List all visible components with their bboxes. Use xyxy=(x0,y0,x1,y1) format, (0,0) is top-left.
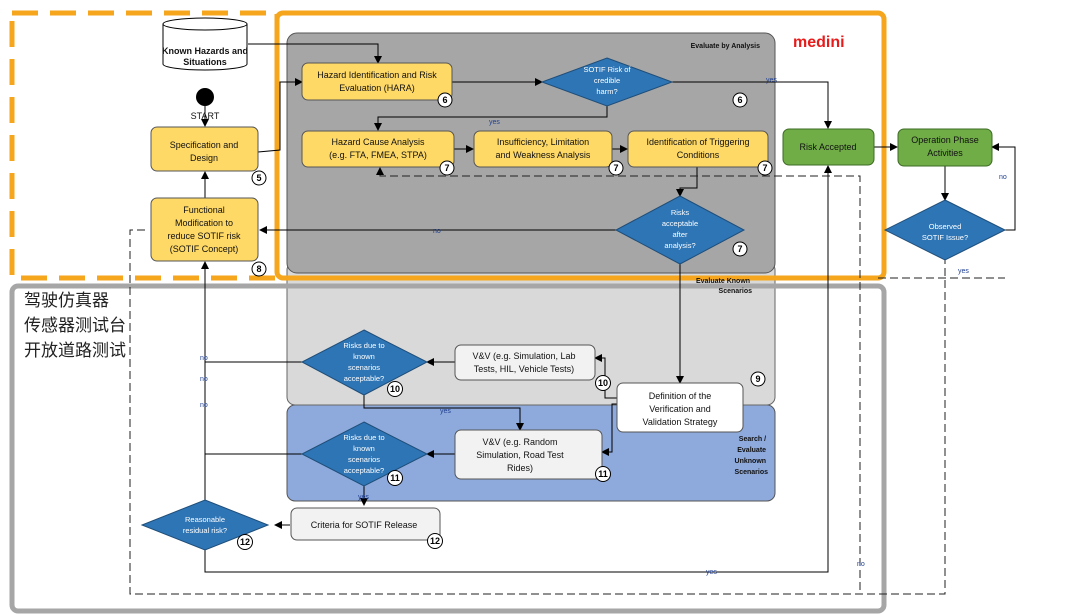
svg-text:7: 7 xyxy=(444,163,449,173)
svg-text:10: 10 xyxy=(598,378,608,388)
svg-text:11: 11 xyxy=(390,473,400,483)
svg-text:8: 8 xyxy=(256,264,261,274)
badge-vv-unknown: 11 xyxy=(595,466,611,482)
edge-label-yes-sotif: yes xyxy=(766,77,777,84)
svg-text:11: 11 xyxy=(598,469,608,479)
badge-hara: 6 xyxy=(437,92,453,108)
svg-text:9: 9 xyxy=(755,374,760,384)
svg-text:Hazard Identification and Risk: Hazard Identification and RiskEvaluation… xyxy=(317,70,437,93)
svg-text:6: 6 xyxy=(442,95,447,105)
edge-label-yes-residual: yes xyxy=(706,569,717,576)
edge-label-no-known-1: no xyxy=(200,355,208,362)
risk-accepted-box: Risk Accepted xyxy=(782,128,875,166)
edge-label-yes-known: yes xyxy=(440,408,451,415)
brand-label: medini xyxy=(793,34,845,51)
edge-label-no-observed: no xyxy=(999,174,1007,181)
badge-spec: 5 xyxy=(251,170,267,186)
cn-label-sensor-testbench: 传感器测试台 xyxy=(24,316,126,336)
svg-text:7: 7 xyxy=(613,163,618,173)
svg-text:6: 6 xyxy=(737,95,742,105)
start-node xyxy=(196,88,214,106)
edge-label-no-known-2: no xyxy=(200,376,208,383)
edge-label-no-bottom: no xyxy=(857,561,865,568)
hazard-cause-analysis-box: Hazard Cause Analysis(e.g. FTA, FMEA, ST… xyxy=(301,130,455,168)
edge-label-yes-down: yes xyxy=(489,119,500,126)
orange-solid-frame xyxy=(274,10,887,281)
svg-text:Hazard Cause Analysis(e.g. FTA: Hazard Cause Analysis(e.g. FTA, FMEA, ST… xyxy=(329,137,427,160)
region-label-unknown: Search / Evaluate Unknown Scenarios xyxy=(735,436,769,476)
gray-frame xyxy=(9,283,887,614)
step-badges: 5 6 6 7 7 7 7 8 9 10 10 11 11 12 12 xyxy=(237,92,773,550)
cn-label-open-road-test: 开放道路测试 xyxy=(24,341,126,361)
edge-label-no-after: no xyxy=(433,228,441,235)
badge-insuff: 7 xyxy=(608,160,624,176)
criteria-sotif-release-box: Criteria for SOTIF Release xyxy=(290,507,441,541)
badge-func-mod: 8 xyxy=(251,261,267,277)
badge-risks-after: 7 xyxy=(732,241,748,257)
badge-criteria: 12 xyxy=(427,533,443,549)
badge-trig: 7 xyxy=(757,160,773,176)
svg-text:5: 5 xyxy=(256,173,261,183)
edge-label-no-known-3: no xyxy=(200,402,208,409)
svg-text:7: 7 xyxy=(737,244,742,254)
edge-label-yes-observed: yes xyxy=(958,268,969,275)
badge-vv-known: 10 xyxy=(595,375,611,391)
badge-risks-known: 10 xyxy=(387,381,403,397)
svg-text:7: 7 xyxy=(762,163,767,173)
svg-text:10: 10 xyxy=(390,384,400,394)
badge-residual: 12 xyxy=(237,534,253,550)
svg-text:Risk Accepted: Risk Accepted xyxy=(799,142,856,152)
edge-label-yes-unknown: yes xyxy=(358,494,369,501)
start-label: START xyxy=(191,111,220,121)
svg-text:12: 12 xyxy=(240,537,250,547)
badge-sotif: 6 xyxy=(732,92,748,108)
badge-hca: 7 xyxy=(439,160,455,176)
svg-text:12: 12 xyxy=(430,536,440,546)
connectors xyxy=(201,43,1016,573)
badge-risks-unknown: 11 xyxy=(387,470,403,486)
region-label-analysis: Evaluate by Analysis xyxy=(691,43,760,50)
cn-label-driving-simulator: 驾驶仿真器 xyxy=(24,291,109,311)
badge-region9: 9 xyxy=(750,371,766,387)
region-label-known: Evaluate Known Scenarios xyxy=(696,278,752,295)
dashed-feedback-lines xyxy=(129,167,1005,595)
svg-text:Criteria for SOTIF Release: Criteria for SOTIF Release xyxy=(311,520,418,530)
